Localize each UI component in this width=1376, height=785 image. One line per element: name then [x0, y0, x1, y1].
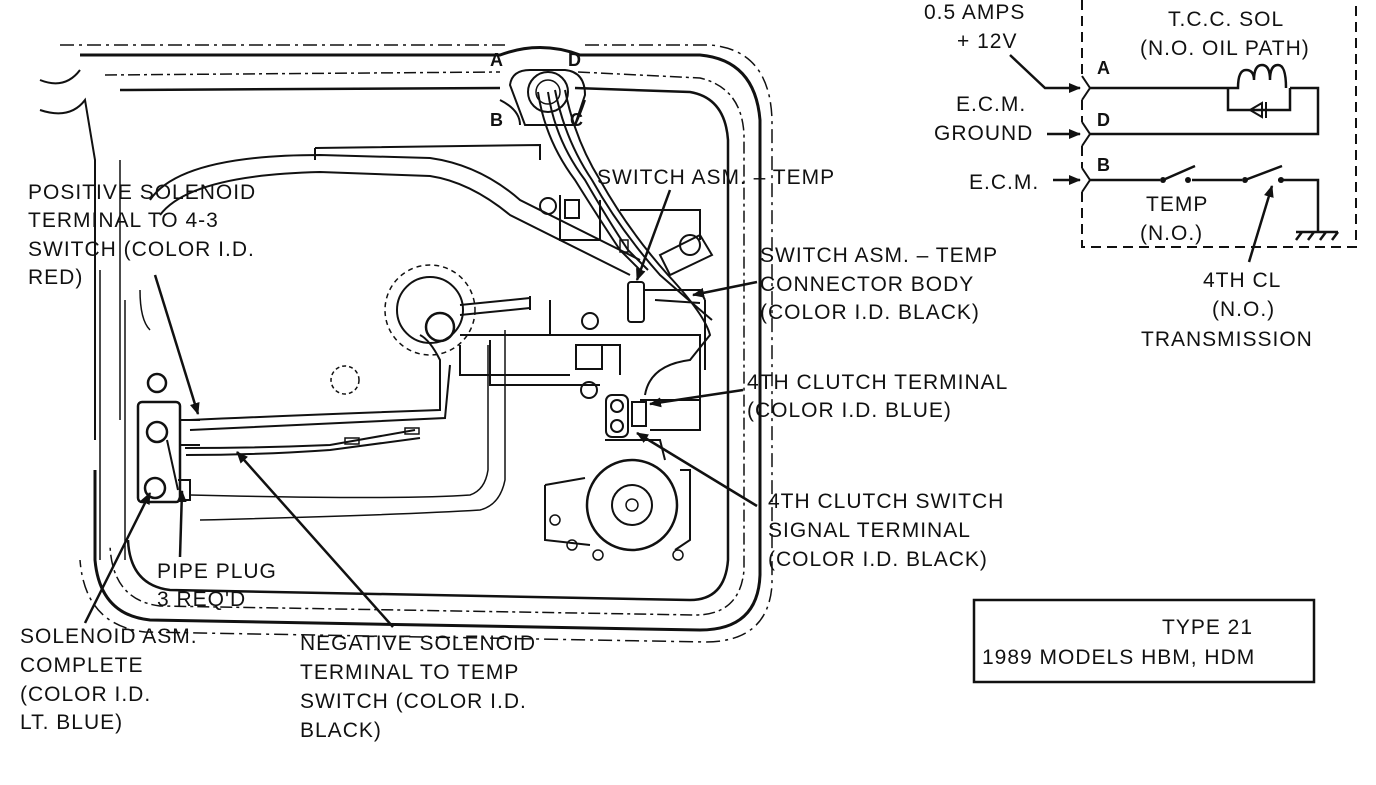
leader-4th-clutch-terminal [649, 388, 744, 408]
connector-pin-b: B [490, 110, 503, 130]
callout-line: RED) [28, 266, 83, 289]
callout-line: (COLOR I.D. BLUE) [747, 399, 952, 422]
callout-line: POSITIVE SOLENOID [28, 181, 256, 204]
connector-pin-a: A [490, 50, 503, 70]
callout-line: SWITCH (COLOR I.D. [28, 238, 255, 261]
transmission-case [39, 44, 773, 643]
4th-cl-transmission: TRANSMISSION [1141, 328, 1313, 351]
schematic-pin-a: A [1097, 58, 1110, 78]
callout-line: LT. BLUE) [20, 711, 123, 734]
callout-line: 4TH CLUTCH TERMINAL [747, 371, 1008, 394]
leader-solenoid-asm [83, 492, 152, 624]
callout-line: PIPE PLUG [157, 560, 277, 583]
model-info-box: TYPE 21 1989 MODELS HBM, HDM [972, 598, 1316, 684]
4th-cl-switch-contact [1278, 177, 1284, 183]
connector-pin-labels: A D B C [490, 50, 583, 130]
callout-positive-solenoid: POSITIVE SOLENOID TERMINAL TO 4-3 SWITCH… [28, 181, 256, 289]
callout-switch-temp: SWITCH ASM. – TEMP [597, 166, 835, 189]
info-box-frame [972, 598, 1316, 684]
temp-switch-icon [1162, 164, 1196, 182]
leader-pipe-plug-branch [166, 439, 179, 491]
schematic-pin-b: B [1097, 155, 1110, 175]
4th-cl-state: (N.O.) [1212, 298, 1275, 321]
callout-negative-solenoid: NEGATIVE SOLENOID TERMINAL TO TEMP SWITC… [300, 632, 536, 742]
callout-switch-temp-connector: SWITCH ASM. – TEMP CONNECTOR BODY (COLOR… [760, 244, 998, 324]
tcc-schematic: 0.5 AMPS + 12V E.C.M. GROUND E.C.M. T.C.… [924, 0, 1357, 351]
callout-pipe-plug: PIPE PLUG 3 REQ'D [157, 560, 277, 611]
temp-switch-contact [1185, 177, 1191, 183]
callout-line: SIGNAL TERMINAL [768, 519, 971, 542]
supply-voltage-label: + 12V [957, 30, 1017, 53]
ecm-ground-label: GROUND [934, 122, 1033, 145]
ecm-label: E.C.M. [969, 171, 1039, 194]
callout-line: TERMINAL TO TEMP [300, 661, 519, 684]
leader-4th-clutch-signal [636, 431, 758, 508]
callout-line: COMPLETE [20, 654, 144, 677]
tcc-sol-path-label: (N.O. OIL PATH) [1140, 37, 1310, 60]
callout-line: 4TH CLUTCH SWITCH [768, 490, 1004, 513]
info-box-type: TYPE 21 [1162, 616, 1253, 639]
callout-4th-clutch-signal: 4TH CLUTCH SWITCH SIGNAL TERMINAL (COLOR… [768, 490, 1004, 571]
callout-line: SWITCH (COLOR I.D. [300, 690, 527, 713]
callout-line: 3 REQ'D [157, 588, 246, 611]
callout-solenoid-asm: SOLENOID ASM. COMPLETE (COLOR I.D. LT. B… [20, 625, 198, 734]
callout-line: SWITCH ASM. – TEMP [760, 244, 998, 267]
leader-switch-temp-connector [692, 280, 758, 298]
callout-leaders [83, 189, 758, 628]
connector-pin-c: C [570, 110, 583, 130]
diode-icon [1248, 101, 1267, 119]
leader-switch-temp [635, 189, 672, 281]
tcc-sol-label: T.C.C. SOL [1168, 8, 1284, 31]
callout-line: SOLENOID ASM. [20, 625, 198, 648]
supply-feed-line [1009, 54, 1081, 93]
leader-pipe-plug [176, 490, 187, 558]
temp-switch-state: (N.O.) [1140, 222, 1203, 245]
callout-4th-clutch-terminal: 4TH CLUTCH TERMINAL (COLOR I.D. BLUE) [747, 371, 1008, 422]
callout-line: (COLOR I.D. [20, 683, 151, 706]
solenoid-coil-icon [1226, 63, 1292, 112]
leader-positive-solenoid [153, 274, 200, 415]
4th-cl-label: 4TH CL [1203, 269, 1281, 292]
callout-line: NEGATIVE SOLENOID [300, 632, 536, 655]
callout-line: (COLOR I.D. BLACK) [760, 301, 980, 324]
connector-pin-d: D [568, 50, 581, 70]
temp-switch-label: TEMP [1146, 193, 1208, 216]
callout-line: (COLOR I.D. BLACK) [768, 548, 988, 571]
4th-cl-switch-icon [1244, 164, 1283, 182]
info-box-models: 1989 MODELS HBM, HDM [982, 646, 1255, 669]
ground-icon [1295, 230, 1339, 241]
supply-amps-label: 0.5 AMPS [924, 1, 1025, 24]
callout-line: TERMINAL TO 4-3 [28, 209, 219, 232]
callout-line: BLACK) [300, 719, 382, 742]
leader-4th-cl [1247, 185, 1274, 263]
ecm-ground-label: E.C.M. [956, 93, 1026, 116]
callout-line: CONNECTOR BODY [760, 273, 974, 296]
schematic-pin-d: D [1097, 110, 1110, 130]
leader-negative-solenoid [236, 451, 394, 628]
